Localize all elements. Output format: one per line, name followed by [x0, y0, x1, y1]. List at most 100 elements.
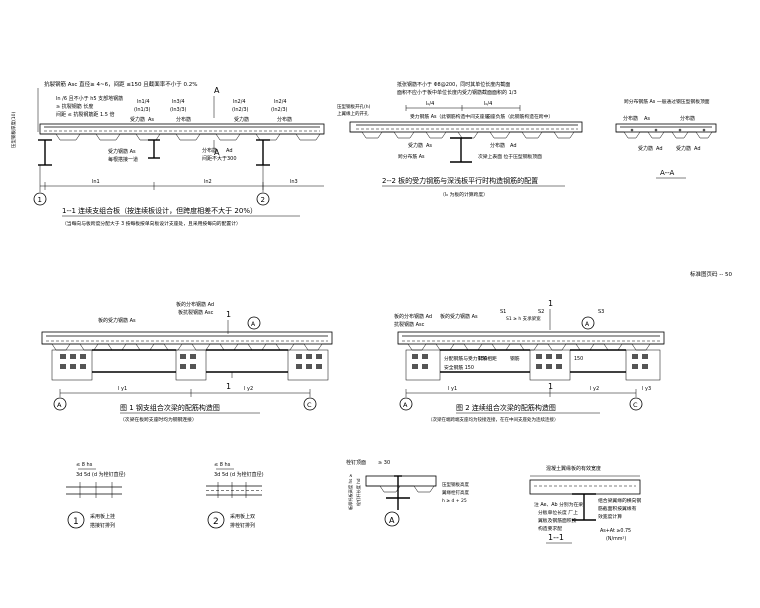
fig2-circle [581, 316, 595, 330]
fig22-note: （l₀ 为板的计算跨度） [440, 191, 488, 198]
figure-a-a: 跨分布钢筋 As 一般通过钢压型钢板顶面 分布筋 As 分布筋 受力筋 Ad 受… [615, 98, 717, 179]
figaa-shouli: 受力筋 [638, 145, 653, 152]
det1-num: 1 [73, 517, 79, 527]
det11-formula-a: 注 Ae、Ab 分别为在梁 [534, 501, 583, 508]
figure-1-1: 抗裂钢筋 Asc 直径≥ 4~6，间距 ≤150 且截面率不小于 0.2% ln… [10, 80, 325, 227]
deta-circle [384, 511, 400, 527]
fig11-ln2d: (ln2/3) [271, 107, 288, 113]
fig11-ln2: ln2/4 [233, 99, 246, 105]
det1-title2: 搭接钉排列 [90, 522, 115, 529]
figaa-Ad2: Ad [694, 146, 701, 152]
deta-l2: 翼缘栓钉高度 [442, 489, 469, 496]
det11-formula-d: 构造要求配 [538, 525, 562, 532]
fig11-side-label: 压型钢板厚度(10) [10, 112, 17, 148]
fig11-axis-2-label: 2 [261, 196, 265, 204]
det1-dim1: ≤ 8 hs [76, 462, 93, 468]
det2-num: 2 [213, 517, 219, 527]
fig11-ln3b: ln3/4 [172, 99, 185, 105]
det11-label-b: 筋截面积按翼缘有 [598, 505, 637, 512]
fig11-marker-a-top: A [214, 86, 220, 95]
figure-2: 板的分布钢筋 Ad 抗裂钢筋 Asc 板的受力钢筋 As S1 S1 ≥ h 支… [394, 299, 665, 423]
fig1-span2: l y2 [244, 386, 253, 392]
page-ref: 标准图页码 -- 50 [690, 270, 732, 278]
det11-top: 混凝土翼缘板的有效宽度 [546, 465, 601, 472]
fig1-sec-top: 1 [226, 310, 231, 319]
fig22-down: 次梁上表面 位于压型钢板顶面 [478, 153, 542, 160]
det1-circle [67, 511, 85, 529]
fig11-ln4: ln1/4 [137, 99, 150, 105]
fig11-ln3c: (ln3/3) [170, 107, 187, 113]
fig22-Ad: Ad [510, 143, 517, 149]
fig11-beam-1 [38, 139, 52, 166]
fig1-title: 图 1 钢支组合次梁的配筋构造图 [120, 403, 220, 412]
fig1-sec-bottom: 1 [226, 382, 231, 391]
fig22-force: 受力筋 [408, 142, 423, 149]
fig11-dist: 受力钢筋 As [108, 148, 136, 155]
detail-1: ≤ 8 hs 3d 5d (d 为栓钉直径) 1 采用板上挂 搭接钉排列 [66, 462, 126, 529]
fig2-ac: 安全钢筋 150 [444, 364, 474, 371]
det1-dim2: 3d 5d (d 为栓钉直径) [76, 471, 126, 478]
fig22-note-top1: 抵张钢筋不小于 Φ8@200，同时其单位长度内截面 [397, 81, 510, 88]
fig11-ln2b: (ln2/3) [232, 107, 249, 113]
figaa-title: A--A [660, 169, 675, 177]
fig2-axis-left [399, 397, 413, 411]
fig11-bar1: ln /6 且不小于 h5 支部地钢筋 [56, 95, 123, 102]
fig1-axis-left [53, 397, 67, 411]
figure-1: 板的分布钢筋 Ad 板抗裂钢筋 Asc 板的受力钢筋 As 1 A 1 [41, 301, 333, 423]
fig2-label-a2: 抗裂钢筋 Asc [394, 321, 425, 328]
deta-circle-label: A [389, 516, 395, 525]
fig1-circle [247, 316, 261, 330]
fig1-axis-right-label: C [307, 401, 312, 409]
fig2-span1: l y1 [448, 386, 457, 392]
fig22-cross2: 支座负筋（此钢筋构造在跨中） [486, 113, 553, 120]
fig22-l4a: l₀/4 [426, 101, 434, 107]
fig2-label-b: 板的受力钢筋 As [440, 313, 478, 320]
fig22-cross: 受力钢筋 As（此钢筋构造中间支座处） [410, 113, 494, 120]
fig11-bar2: ≥ 抗裂钢筋 长度 [56, 103, 93, 110]
detail-2: ≤ 8 hs 3d 5d (d 为栓钉直径) 2 采用板上双 排栓钉排列 [206, 462, 264, 529]
fig22-side2: 上翼缘上的开孔 [337, 110, 369, 117]
fig11-beam-2 [148, 139, 160, 159]
fig2-150a: 150 [478, 356, 487, 362]
fig2-s3: S3 [598, 309, 604, 315]
fig11-axis-2 [256, 192, 270, 206]
fig2-label-a: 板的分布钢筋 Ad [394, 313, 432, 320]
fig22-force2: 分布筋 [490, 142, 505, 149]
fig22-As: As [426, 143, 432, 149]
fig11-Ad: Ad [226, 148, 233, 154]
fig1-axis-right [303, 397, 317, 411]
deta-top: 栓钉顶面 [346, 459, 366, 466]
fig2-s1b: S1 ≥ h 支承梁宽 [506, 315, 541, 322]
fig11-axis-1 [33, 192, 47, 206]
fig2-span2: l y2 [590, 386, 599, 392]
fig11-span-3: ln3 [290, 179, 298, 185]
fig1-label-c: 板抗裂钢筋 Asc [178, 309, 214, 316]
fig2-axis-right [629, 397, 643, 411]
figaa-shouli2: 受力筋 [676, 145, 691, 152]
fig11-ln3: (ln1/3) [134, 107, 151, 113]
fig11-ln2c: ln2/4 [274, 99, 287, 105]
fig2-title: 图 2 连续组合次梁的配筋构造图 [456, 403, 556, 412]
fig11-marker-a-bottom: A [214, 148, 220, 157]
fig2-sec-bottom: 1 [548, 382, 553, 391]
det11-title: 1--1 [548, 533, 564, 542]
figure-2-2: 抵张钢筋不小于 Φ8@200，同时其单位长度内截面 面积不应小于板中单位长度内受… [337, 81, 583, 198]
fig1-span1: l y1 [118, 386, 127, 392]
fig1-label-a: 板的受力钢筋 As [98, 317, 136, 324]
fig11-span-2: ln2 [204, 179, 212, 185]
det11-formula-b: 分板单位长度 厂上 [538, 509, 578, 516]
figaa-note: 跨分布钢筋 As 一般通过钢压型钢板顶面 [624, 98, 710, 105]
fig1-circle-label: A [251, 321, 256, 328]
fig11-title: 1--1 连续支组合板（按连续板设计，但跨度相差不大于 20%） [62, 206, 257, 215]
det2-title2: 排栓钉排列 [230, 522, 255, 529]
fig2-s2: S2 [538, 309, 544, 315]
deta-top2: ≥ 30 [378, 460, 390, 466]
det11-label-c: 效宽度计算 [598, 513, 622, 520]
fig2-note: （次梁在端跨端支座均为铰接连接，在在中间支座处为连续连接） [428, 416, 559, 423]
fig11-span-1: ln1 [92, 179, 100, 185]
det2-dim1: ≤ 8 hs [214, 462, 231, 468]
fig2-span3: l y3 [642, 386, 651, 392]
fig11-beam-3 [256, 139, 270, 166]
fig11-axis-1-label: 1 [38, 196, 42, 204]
